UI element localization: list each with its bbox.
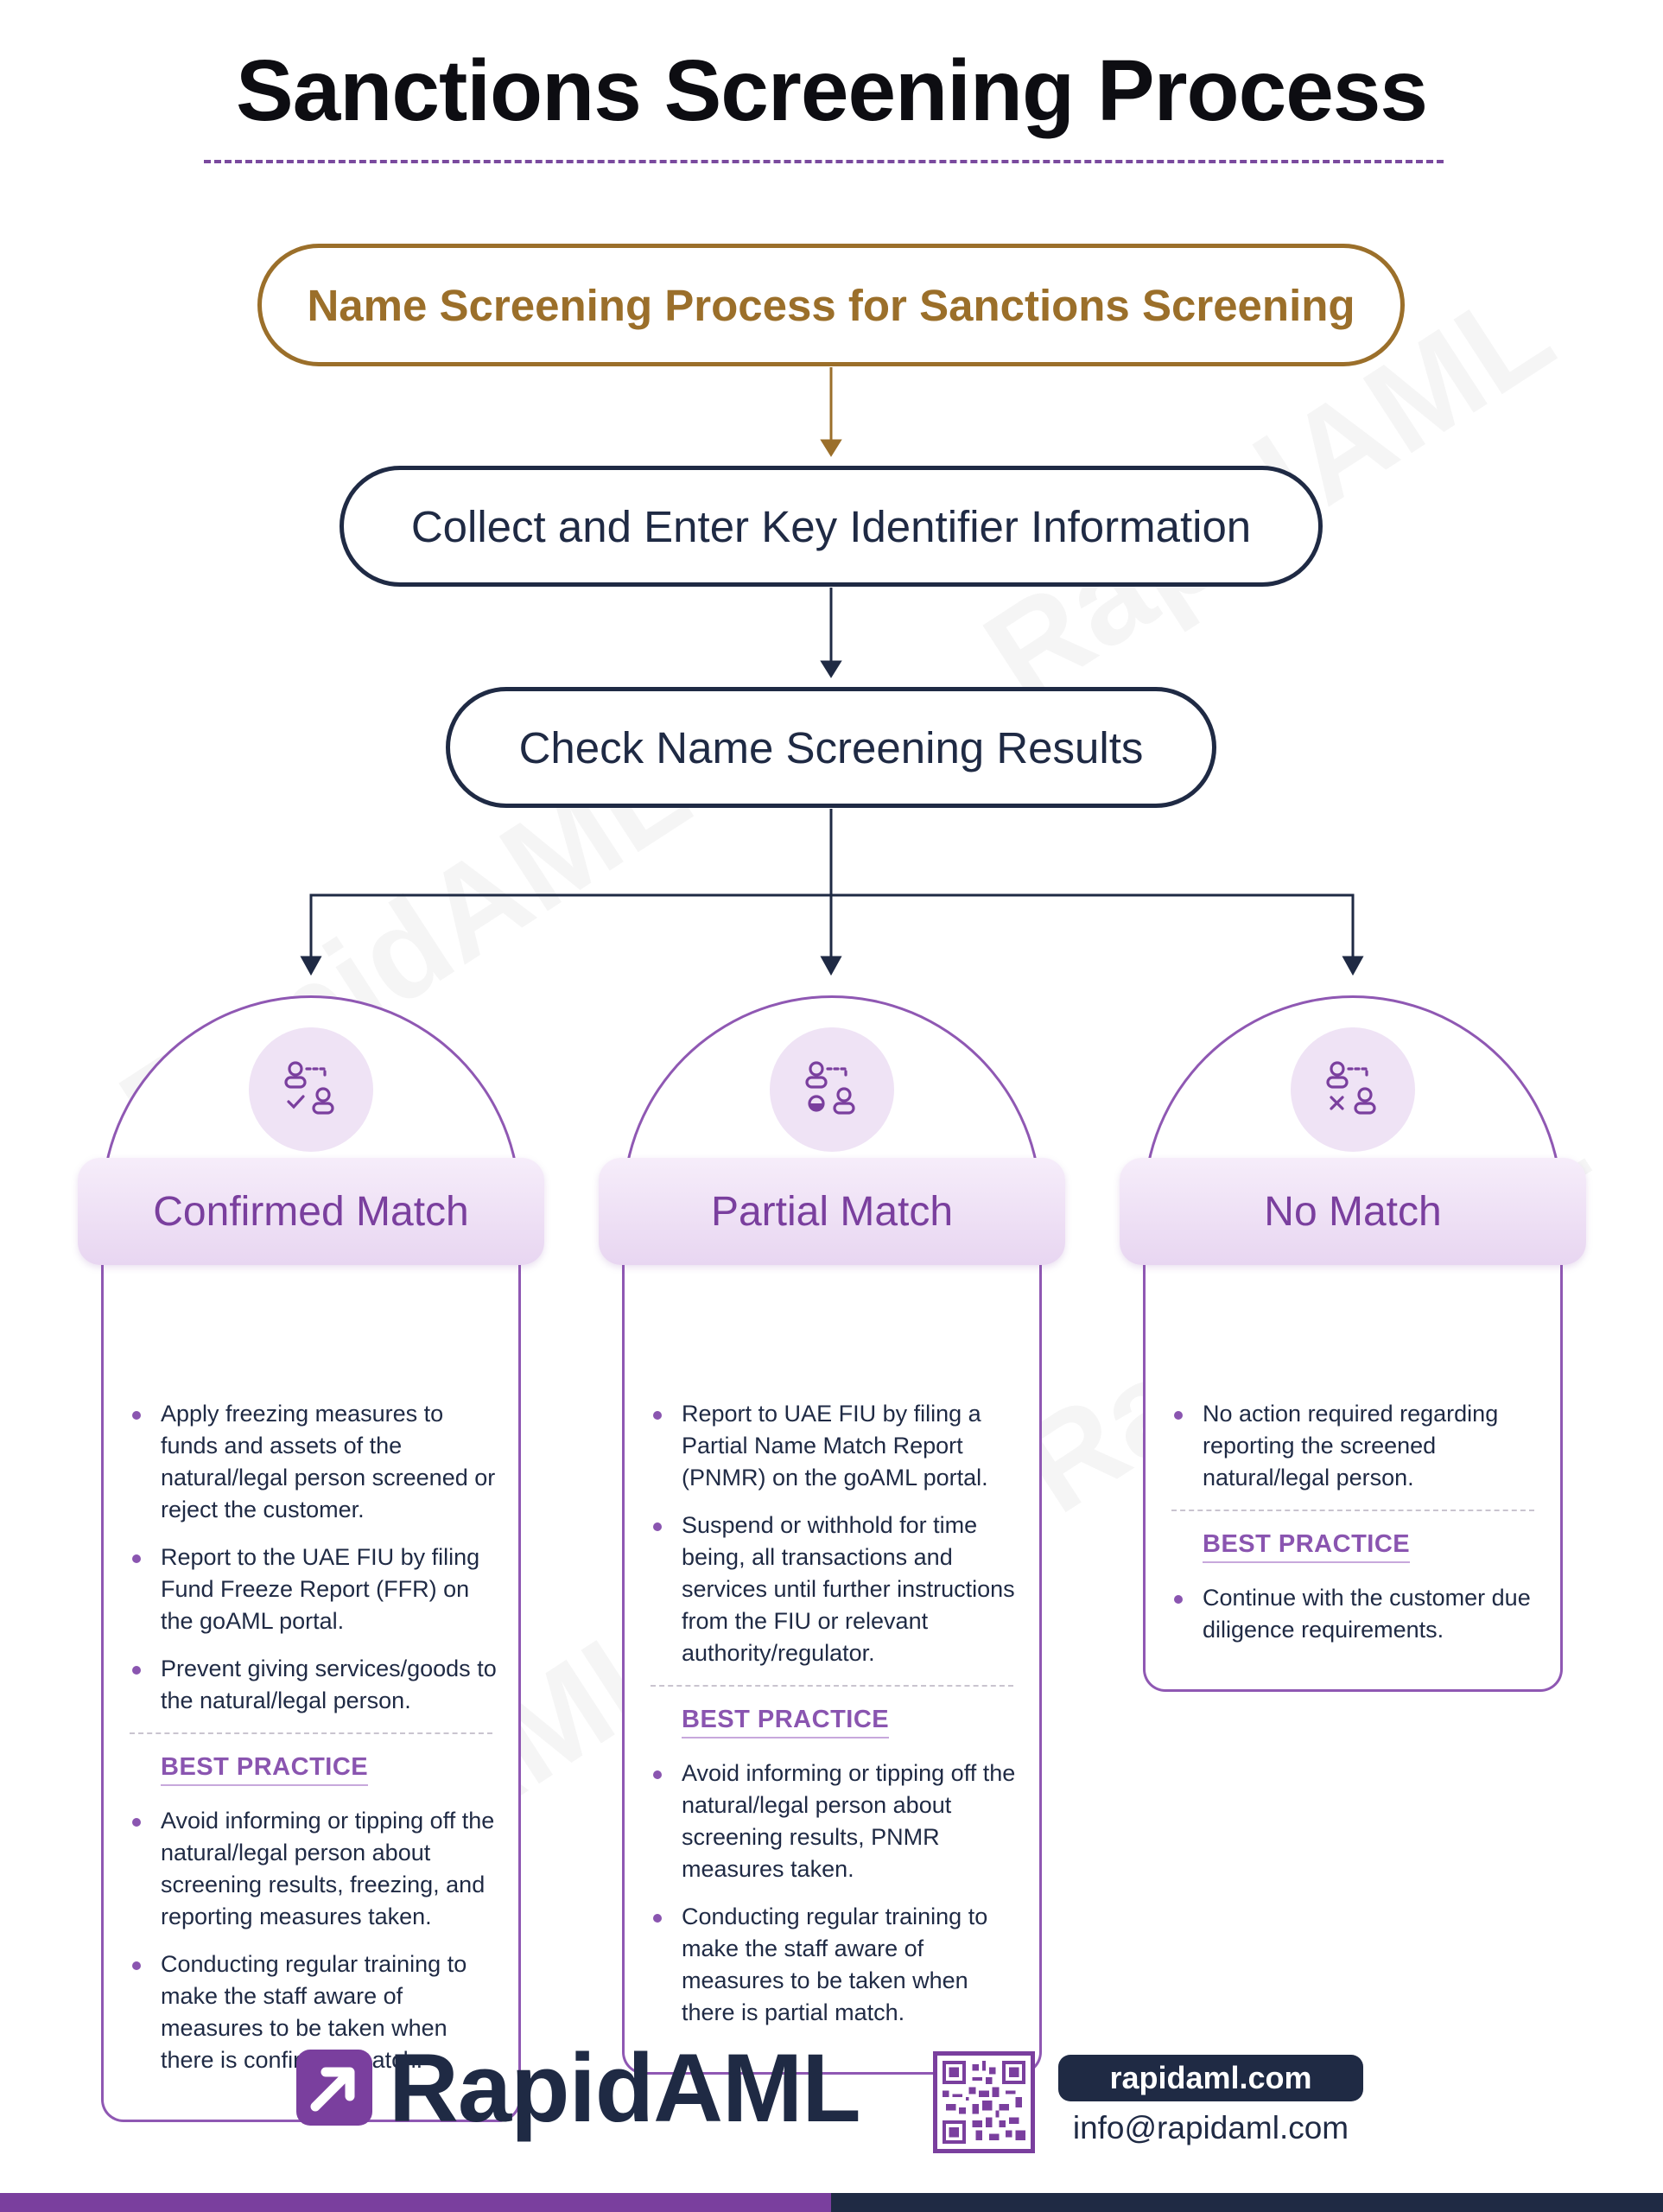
email-link[interactable]: info@rapidaml.com (1072, 2110, 1349, 2145)
list-item: Report to the UAE FIU by filing Fund Fre… (130, 1541, 498, 1637)
card-title: Confirmed Match (153, 1188, 469, 1235)
step-collect-identifiers: Collect and Enter Key Identifier Informa… (340, 466, 1323, 587)
step-name-screening: Name Screening Process for Sanctions Scr… (257, 244, 1405, 366)
brand-name: RapidAML (389, 2034, 861, 2142)
best-practice-heading: BEST PRACTICE (161, 1753, 369, 1786)
best-practice-list: Avoid informing or tipping off the natur… (651, 1758, 1019, 2029)
list-item: Avoid informing or tipping off the natur… (651, 1758, 1019, 1885)
person-partial-icon (770, 1027, 894, 1152)
card-title-ribbon: No Match (1120, 1158, 1586, 1265)
action-list: No action required regarding reporting t… (1171, 1398, 1539, 1494)
list-item: Continue with the customer due diligence… (1171, 1582, 1539, 1646)
card-body: Report to UAE FIU by filing a Partial Na… (622, 1281, 1042, 2075)
divider (651, 1685, 1013, 1687)
qr-code[interactable] (933, 2051, 1035, 2153)
list-item: No action required regarding reporting t… (1171, 1398, 1539, 1494)
action-list: Apply freezing measures to funds and ass… (130, 1398, 498, 1717)
divider (1171, 1510, 1534, 1511)
website-link[interactable]: rapidaml.com (1058, 2055, 1363, 2101)
list-item: Avoid informing or tipping off the natur… (130, 1805, 498, 1933)
list-item: Prevent giving services/goods to the nat… (130, 1653, 498, 1717)
person-x-icon (1291, 1027, 1415, 1152)
person-check-icon (249, 1027, 373, 1152)
step-check-results: Check Name Screening Results (446, 687, 1216, 808)
best-practice-heading: BEST PRACTICE (682, 1706, 890, 1738)
title-divider (204, 160, 1444, 163)
best-practice-list: Continue with the customer due diligence… (1171, 1582, 1539, 1646)
connector-gold (820, 367, 842, 457)
card-body: No action required regarding reporting t… (1143, 1281, 1563, 1692)
card-body: Apply freezing measures to funds and ass… (101, 1281, 521, 2122)
list-item: Conducting regular training to make the … (651, 1901, 1019, 2029)
page-title: Sanctions Screening Process (235, 42, 1428, 139)
best-practice-list: Avoid informing or tipping off the natur… (130, 1805, 498, 2076)
action-list: Report to UAE FIU by filing a Partial Na… (651, 1398, 1019, 1669)
card-title: Partial Match (710, 1188, 954, 1235)
footer-bar-purple (0, 2193, 831, 2212)
footer-bar-navy (831, 2193, 1663, 2212)
list-item: Apply freezing measures to funds and ass… (130, 1398, 498, 1526)
card-title-ribbon: Confirmed Match (78, 1158, 544, 1265)
card-title: No Match (1264, 1188, 1442, 1235)
card-title-ribbon: Partial Match (599, 1158, 1065, 1265)
rapidaml-logo-icon (296, 2050, 372, 2126)
best-practice-heading: BEST PRACTICE (1203, 1530, 1411, 1563)
list-item: Report to UAE FIU by filing a Partial Na… (651, 1398, 1019, 1494)
divider (130, 1732, 492, 1734)
list-item: Conducting regular training to make the … (130, 1948, 498, 2076)
list-item: Suspend or withhold for time being, all … (651, 1510, 1019, 1669)
